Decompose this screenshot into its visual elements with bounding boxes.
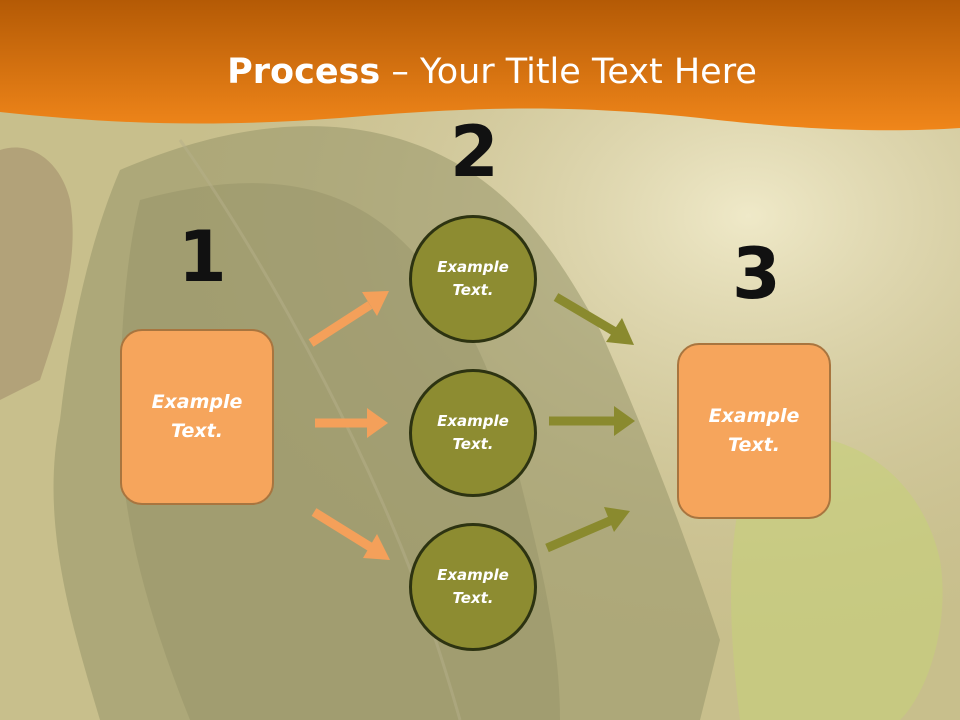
step-2-label-middle: Example Text. [437,412,509,453]
step-2-circle-middle: Example Text. [409,369,537,497]
step-1-label: Example Text. [151,391,243,442]
slide-title: Process – Your Title Text Here [0,52,960,92]
step-2-label-bottom: Example Text. [437,566,509,607]
step-number-2: 2 [450,111,499,193]
step-number-3: 3 [732,233,781,315]
step-1-box: Example Text. [120,329,274,505]
header-band [0,0,960,131]
title-rest: – Your Title Text Here [380,52,757,92]
step-3-label: Example Text. [708,405,800,456]
orange-arrow-down-right [311,508,390,560]
step-2-label-top: Example Text. [437,258,509,299]
olive-arrow-down-right [553,293,634,345]
title-bold: Process [227,52,381,92]
olive-arrow-right [549,406,635,436]
step-2-circle-top: Example Text. [409,215,537,343]
step-3-box: Example Text. [677,343,831,519]
step-2-circle-bottom: Example Text. [409,523,537,651]
olive-arrow-up-right [545,507,630,553]
orange-arrow-up-right [308,291,389,347]
orange-arrow-right [315,408,388,438]
step-number-1: 1 [178,216,227,298]
